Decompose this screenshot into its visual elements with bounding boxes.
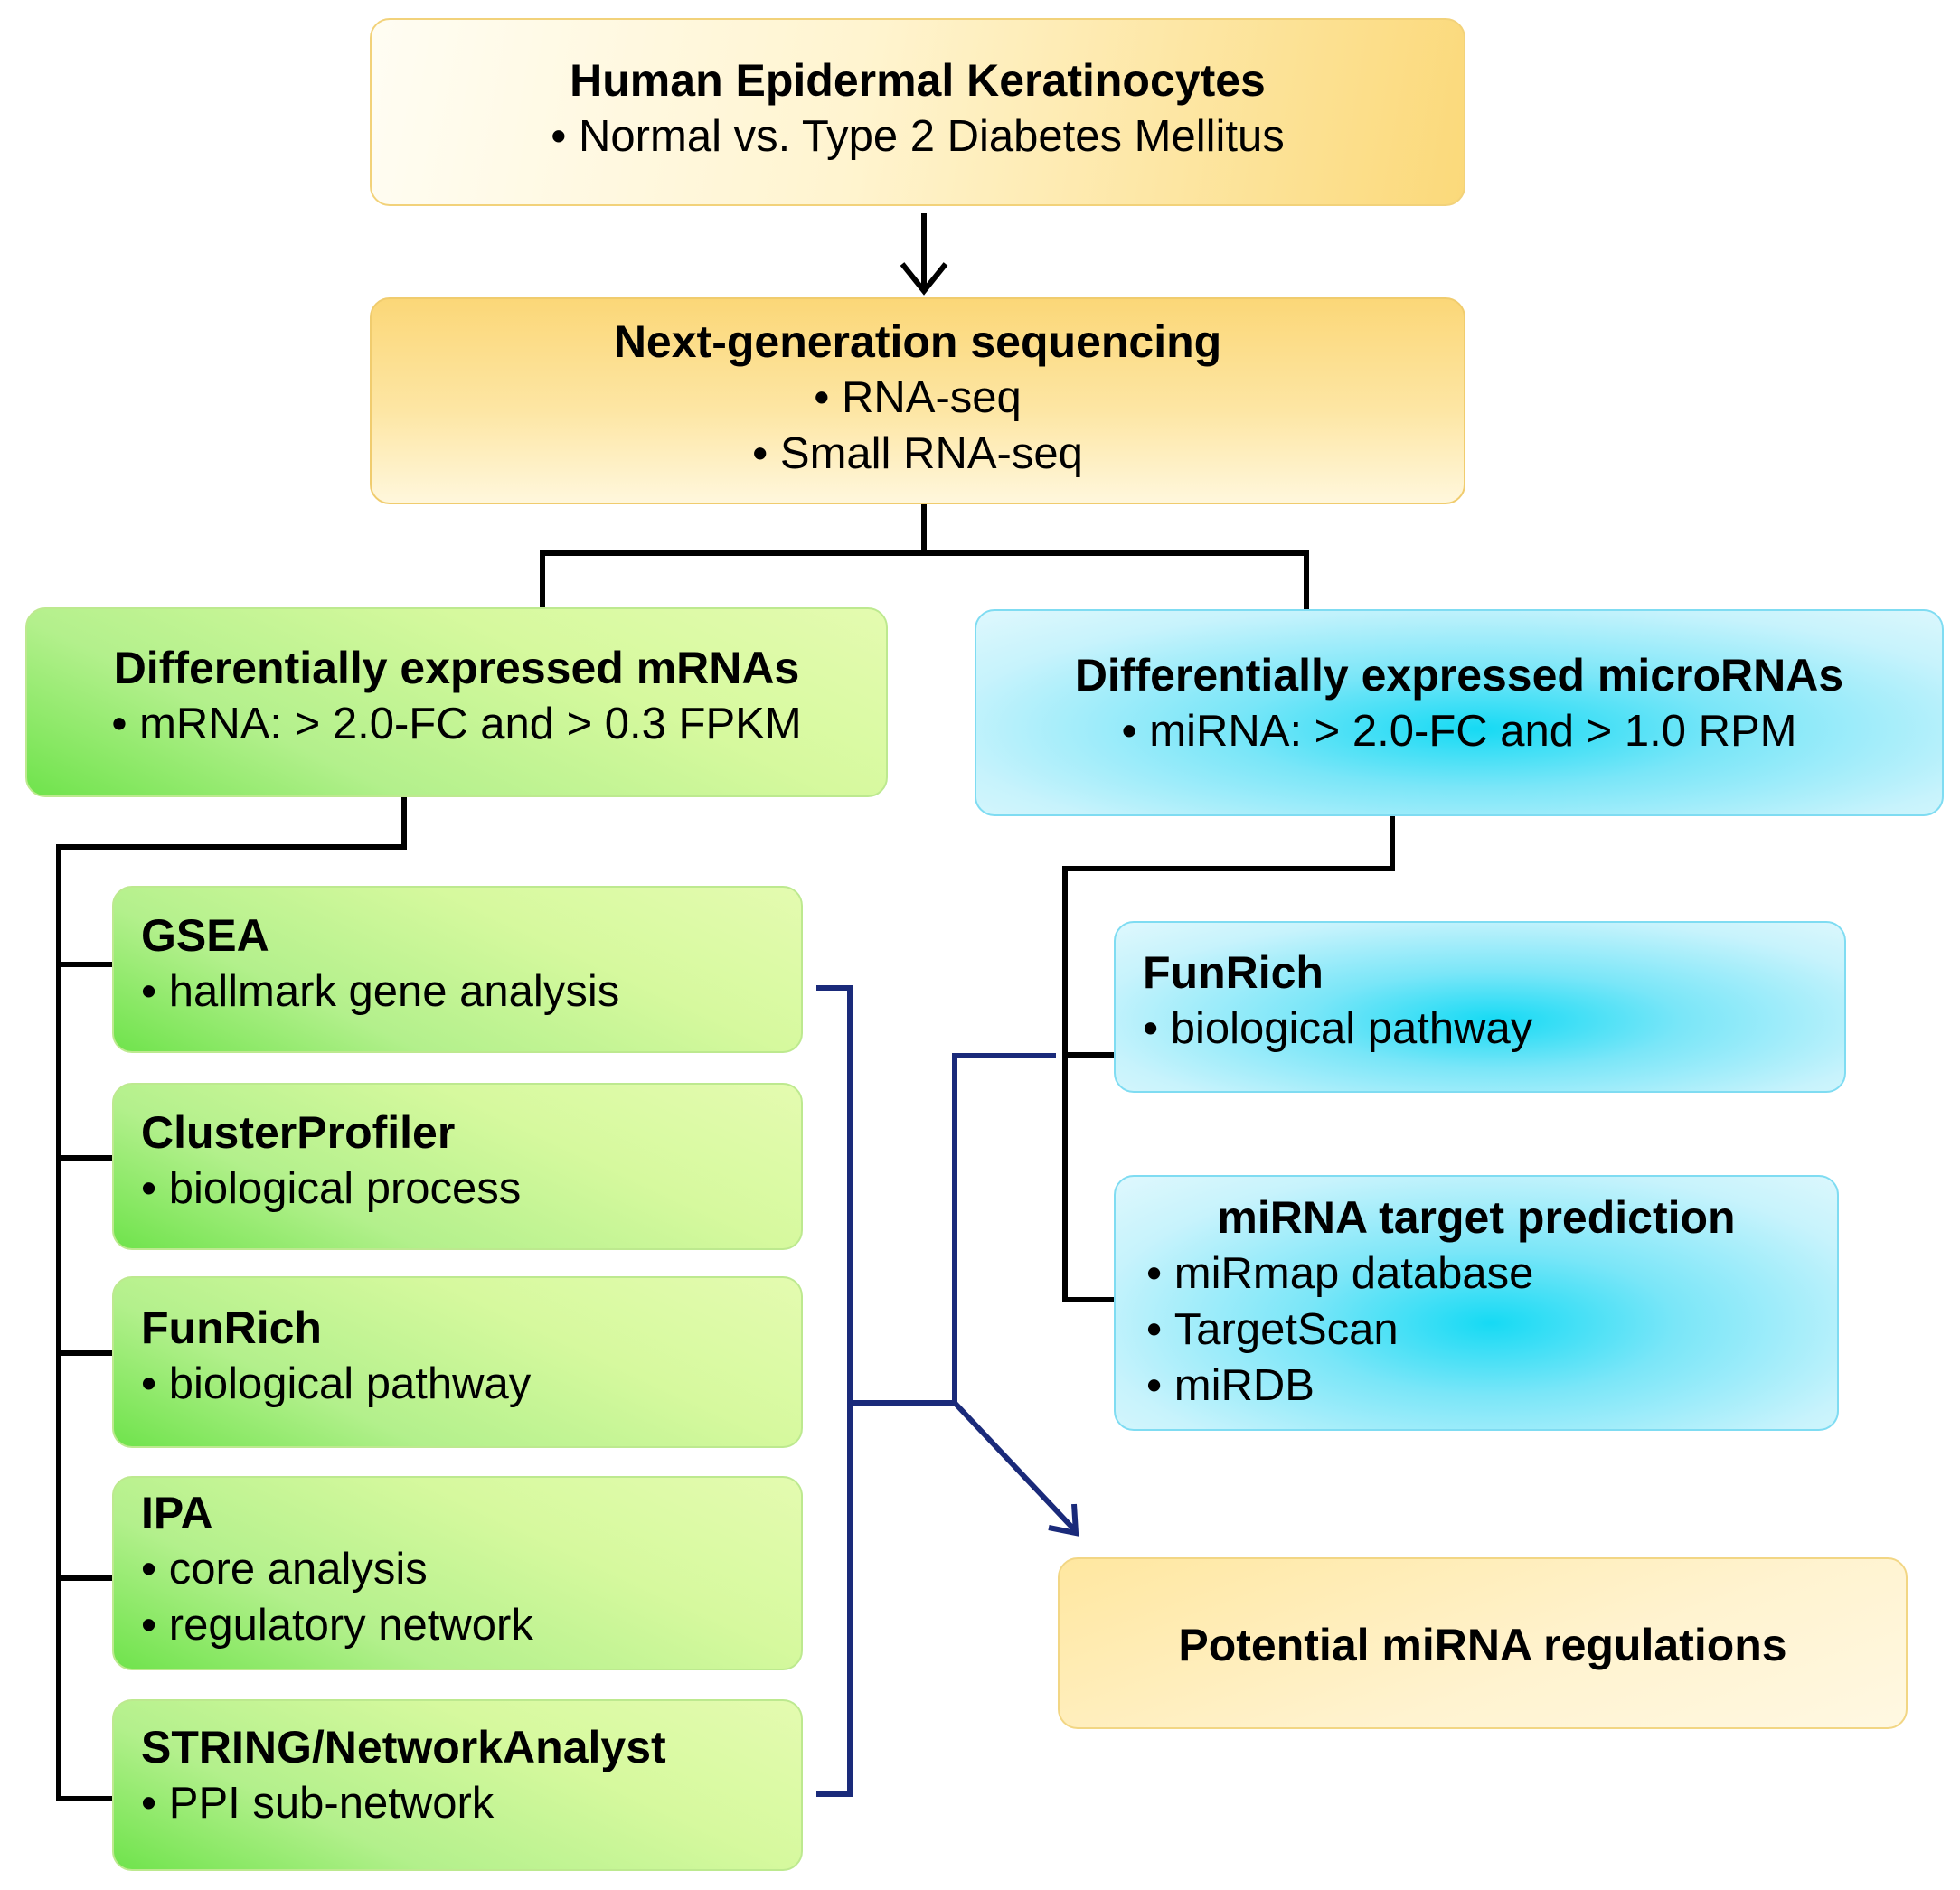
- arrow-top-to-ngs: [900, 213, 948, 296]
- source-title: Human Epidermal Keratinocytes: [570, 55, 1266, 106]
- tool-item: regulatory network: [141, 1597, 801, 1653]
- ngs-item: RNA-seq: [372, 370, 1464, 426]
- tool-item: TargetScan: [1146, 1302, 1837, 1358]
- mrna-item: mRNA: > 2.0-FC and > 0.3 FPKM: [27, 696, 886, 752]
- source-item: Normal vs. Type 2 Diabetes Mellitus: [372, 108, 1464, 165]
- mirna-title: Differentially expressed microRNAs: [1074, 650, 1844, 701]
- mrna-title: Differentially expressed mRNAs: [113, 643, 800, 693]
- tool-title: ClusterProfiler: [141, 1107, 456, 1158]
- tool-title: IPA: [141, 1488, 213, 1538]
- gsea-box: GSEA hallmark gene analysis: [112, 886, 803, 1053]
- tool-title: GSEA: [141, 910, 269, 961]
- mrna-tree-connector: [56, 797, 407, 1801]
- tool-title: FunRich: [1143, 947, 1324, 998]
- target-prediction-box: miRNA target prediction miRmap database …: [1114, 1175, 1839, 1431]
- funrich-mrna-box: FunRich biological pathway: [112, 1276, 803, 1448]
- ngs-title: Next-generation sequencing: [613, 316, 1222, 367]
- arrow-to-output: [952, 1400, 1079, 1537]
- ipa-box: IPA core analysis regulatory network: [112, 1476, 803, 1670]
- tool-item: miRmap database: [1146, 1246, 1837, 1302]
- tool-item: hallmark gene analysis: [141, 964, 801, 1020]
- analysis-bracket: [816, 985, 1056, 1797]
- funrich-mirna-box: FunRich biological pathway: [1114, 921, 1846, 1093]
- ngs-split-connector: [540, 504, 1309, 609]
- mirna-item: miRNA: > 2.0-FC and > 1.0 RPM: [976, 703, 1942, 759]
- tool-item: PPI sub-network: [141, 1775, 801, 1831]
- tool-item: biological pathway: [1143, 1001, 1844, 1057]
- source-box: Human Epidermal Keratinocytes Normal vs.…: [370, 18, 1465, 206]
- tool-title: STRING/NetworkAnalyst: [141, 1722, 666, 1772]
- ngs-item: Small RNA-seq: [372, 426, 1464, 482]
- tool-item: biological process: [141, 1161, 801, 1217]
- mirna-box: Differentially expressed microRNAs miRNA…: [975, 609, 1944, 816]
- clusterprofiler-box: ClusterProfiler biological process: [112, 1083, 803, 1250]
- tool-item: miRDB: [1146, 1358, 1837, 1414]
- ngs-box: Next-generation sequencing RNA-seq Small…: [370, 297, 1465, 504]
- string-box: STRING/NetworkAnalyst PPI sub-network: [112, 1699, 803, 1871]
- tool-title: miRNA target prediction: [1217, 1192, 1736, 1243]
- tool-item: core analysis: [141, 1541, 801, 1597]
- output-box: Potential miRNA regulations: [1058, 1557, 1908, 1729]
- tool-item: biological pathway: [141, 1356, 801, 1412]
- tool-title: FunRich: [141, 1302, 322, 1353]
- mirna-tree-connector: [1062, 816, 1395, 1302]
- output-title: Potential miRNA regulations: [1178, 1620, 1787, 1670]
- mrna-box: Differentially expressed mRNAs mRNA: > 2…: [25, 607, 888, 797]
